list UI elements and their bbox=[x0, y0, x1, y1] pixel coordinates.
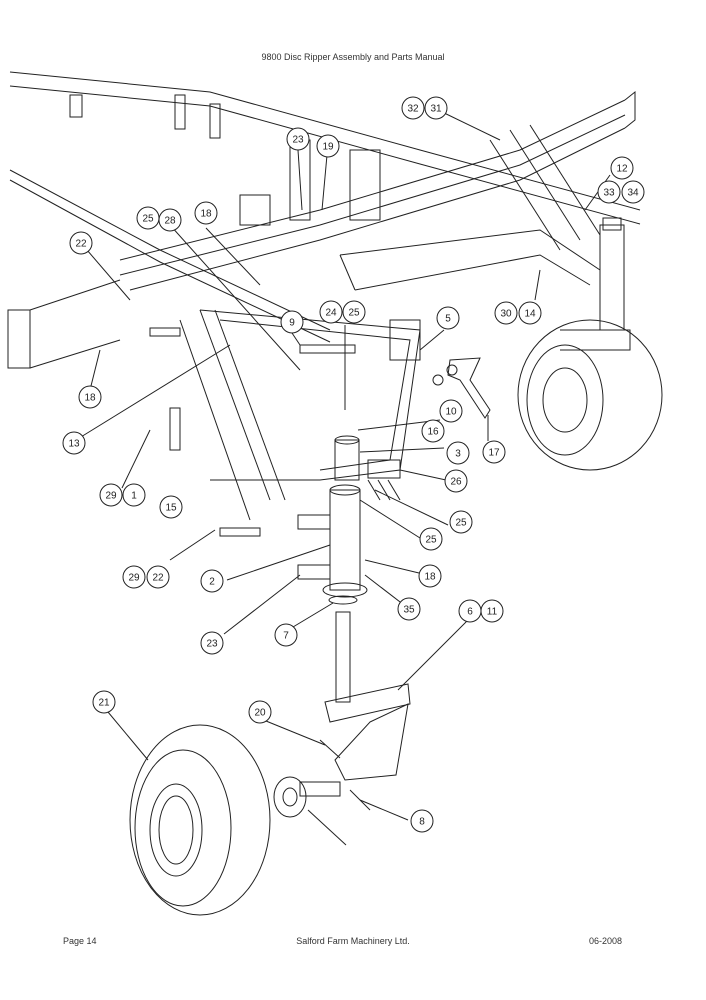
callout-18: 18 bbox=[78, 385, 102, 409]
callout-label: 18 bbox=[424, 572, 436, 583]
callout-label: 23 bbox=[206, 639, 218, 650]
callout-label: 29 bbox=[128, 573, 140, 584]
callout-9: 9 bbox=[280, 310, 304, 334]
callout-25: 25 bbox=[342, 300, 366, 324]
callout-29: 29 bbox=[122, 565, 146, 589]
footer-company: Salford Farm Machinery Ltd. bbox=[296, 936, 410, 946]
callout-35: 35 bbox=[397, 597, 421, 621]
callout-21: 21 bbox=[92, 690, 116, 714]
callout-label: 15 bbox=[165, 503, 177, 514]
callout-32: 32 bbox=[401, 96, 425, 120]
callout-18: 18 bbox=[418, 564, 442, 588]
callout-label: 34 bbox=[627, 188, 639, 199]
callout-label: 23 bbox=[292, 135, 304, 146]
callout-18: 18 bbox=[194, 201, 218, 225]
callout-label: 24 bbox=[325, 308, 337, 319]
callout-6: 6 bbox=[458, 599, 482, 623]
callout-label: 33 bbox=[603, 188, 615, 199]
callout-label: 8 bbox=[419, 817, 425, 828]
callout-label: 14 bbox=[524, 309, 536, 320]
callout-label: 3 bbox=[455, 449, 461, 460]
callout-label: 28 bbox=[164, 216, 176, 227]
callout-label: 2 bbox=[209, 577, 215, 588]
callout-22: 22 bbox=[69, 231, 93, 255]
callout-label: 7 bbox=[283, 631, 289, 642]
callout-label: 6 bbox=[467, 607, 473, 618]
callout-label: 17 bbox=[488, 448, 500, 459]
callout-label: 25 bbox=[142, 214, 154, 225]
footer-page-number: Page 14 bbox=[63, 936, 97, 946]
page-header-title: 9800 Disc Ripper Assembly and Parts Manu… bbox=[261, 52, 445, 62]
callout-28: 28 bbox=[158, 208, 182, 232]
callout-label: 25 bbox=[455, 518, 467, 529]
callout-8: 8 bbox=[410, 809, 434, 833]
callout-label: 13 bbox=[68, 439, 80, 450]
callout-23: 23 bbox=[200, 631, 224, 655]
callout-label: 22 bbox=[152, 573, 164, 584]
main-frame bbox=[7, 71, 663, 916]
callout-26: 26 bbox=[444, 469, 468, 493]
callout-label: 30 bbox=[500, 309, 512, 320]
callout-label: 35 bbox=[403, 605, 415, 616]
callout-label: 10 bbox=[445, 407, 457, 418]
callout-7: 7 bbox=[274, 623, 298, 647]
callout-22: 22 bbox=[146, 565, 170, 589]
callout-11: 11 bbox=[480, 599, 504, 623]
callout-2: 2 bbox=[200, 569, 224, 593]
callout-10: 10 bbox=[439, 399, 463, 423]
callout-label: 25 bbox=[425, 535, 437, 546]
callout-13: 13 bbox=[62, 431, 86, 455]
callout-label: 26 bbox=[450, 477, 462, 488]
callout-30: 30 bbox=[494, 301, 518, 325]
callout-34: 34 bbox=[621, 180, 645, 204]
callout-15: 15 bbox=[159, 495, 183, 519]
callout-label: 32 bbox=[407, 104, 419, 115]
callout-label: 19 bbox=[322, 142, 334, 153]
callout-25: 25 bbox=[136, 206, 160, 230]
callout-5: 5 bbox=[436, 306, 460, 330]
callout-25: 25 bbox=[419, 527, 443, 551]
callout-label: 31 bbox=[430, 104, 442, 115]
callout-label: 5 bbox=[445, 314, 451, 325]
callout-label: 18 bbox=[200, 209, 212, 220]
callout-label: 16 bbox=[427, 427, 439, 438]
callout-label: 1 bbox=[131, 491, 137, 502]
callout-31: 31 bbox=[424, 96, 448, 120]
callout-3: 3 bbox=[446, 441, 470, 465]
callout-16: 16 bbox=[421, 419, 445, 443]
callout-label: 22 bbox=[75, 239, 87, 250]
callout-label: 25 bbox=[348, 308, 360, 319]
callout-label: 12 bbox=[616, 164, 628, 175]
callout-1: 1 bbox=[122, 483, 146, 507]
footer-date: 06-2008 bbox=[588, 936, 622, 946]
callout-label: 11 bbox=[487, 607, 498, 618]
callout-19: 19 bbox=[316, 134, 340, 158]
callout-17: 17 bbox=[482, 440, 506, 464]
callout-33: 33 bbox=[597, 180, 621, 204]
callout-label: 18 bbox=[84, 393, 96, 404]
callout-label: 20 bbox=[254, 708, 266, 719]
callout-14: 14 bbox=[518, 301, 542, 325]
callout-20: 20 bbox=[248, 700, 272, 724]
callout-label: 9 bbox=[289, 318, 295, 329]
callout-24: 24 bbox=[319, 300, 343, 324]
callout-label: 21 bbox=[98, 698, 110, 709]
callout-29: 29 bbox=[99, 483, 123, 507]
callout-label: 29 bbox=[105, 491, 117, 502]
callout-12: 12 bbox=[610, 156, 634, 180]
callout-23: 23 bbox=[286, 127, 310, 151]
callout-25: 25 bbox=[449, 510, 473, 534]
